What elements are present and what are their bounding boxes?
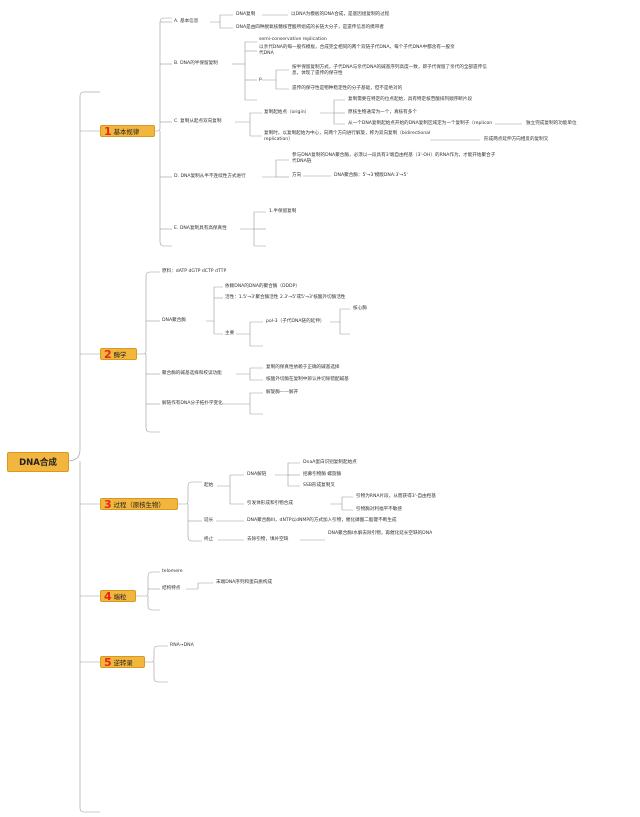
branch-enzymology[interactable]: 2 酶学: [100, 347, 137, 361]
node-semi-conservative[interactable]: B. DNA的半保留复制: [174, 61, 218, 66]
node-exonuclease-proofreading[interactable]: 核酸外切酶在复制中辨认并切除错配碱基: [266, 377, 349, 382]
node-telomere-en[interactable]: telomere: [162, 569, 183, 574]
branch-number: 3: [104, 497, 112, 511]
node-fidelity-selection[interactable]: 复制的保真性依赖于正确的碱基选择: [266, 365, 340, 370]
node-replication-fork[interactable]: 形成两点延伸方向相反的复制叉: [484, 137, 549, 142]
node-direction-detail[interactable]: DNA聚合酶：5'→3'模版DNA:3'→5': [334, 173, 408, 178]
node-dnaa[interactable]: DnaA蛋白识别复制起始点: [303, 460, 357, 465]
node-core-enzyme[interactable]: 核心酶: [353, 306, 367, 311]
node-fidelity-1[interactable]: 1.半保留复制: [269, 209, 297, 214]
node-telomere-structure[interactable]: 末端DNA序列和蛋白质构成: [216, 580, 273, 585]
node-main[interactable]: 主要: [225, 331, 235, 336]
branch-label: 逆转录: [113, 658, 133, 667]
branch-label: 过程（原核生物）: [113, 500, 165, 509]
node-bidirectional[interactable]: C. 复制从起点双向复制: [174, 119, 222, 124]
root-node[interactable]: DNA合成: [7, 452, 69, 472]
node-rna-to-dna[interactable]: RNA→DNA: [170, 643, 194, 648]
node-primase-helicase[interactable]: 招募引物酶 螺旋酶: [303, 472, 342, 477]
node-replicon-unit[interactable]: 独立完成复制的功能单位: [526, 121, 577, 126]
node-bidirectional-def[interactable]: 复制时，以复制起始为中心，向两个方向进行解旋，称为双向复制（bidirectio…: [264, 131, 431, 142]
node-dna-polymerase[interactable]: DNA聚合酶: [162, 318, 186, 323]
node-ssb[interactable]: SSB形成复制叉: [303, 483, 335, 488]
node-dna-unwinding[interactable]: DNA解链: [247, 472, 267, 477]
node-high-fidelity[interactable]: E. DNA复制具有高保真性: [174, 226, 227, 231]
node-structure[interactable]: 结构特点: [162, 586, 181, 591]
node-rna-primer[interactable]: 引物为RNA片段，从而获得3'-自由羟基: [356, 494, 436, 499]
node-helicase[interactable]: 解旋酶——解开: [266, 390, 299, 395]
node-basic-info[interactable]: A. 基本信息: [174, 19, 199, 24]
node-dddp[interactable]: 依赖DNA的DNA的聚合酶（DDDP）: [225, 284, 300, 289]
node-primosome[interactable]: 引发体形成和引物合成: [247, 501, 293, 506]
node-semi-conservative-en[interactable]: semi-conservative replication: [259, 37, 327, 42]
node-polymerase-activity[interactable]: 活性：1.5'→3'聚合酶活性 2.3'→5'或5'→3'核酸外切酶活性: [225, 295, 346, 300]
node-genetic-conservation[interactable]: 按半保留复制方式，子代DNA与亲代DNA的碱基序列高度一致，即子代保留了亲代的全…: [292, 65, 487, 76]
node-elongation[interactable]: 延长: [204, 518, 214, 523]
node-initiation[interactable]: 起始: [204, 483, 214, 488]
node-origin[interactable]: 复制起始点（origin）: [264, 110, 310, 115]
branch-number: 1: [104, 124, 112, 138]
branch-label: 基本规律: [113, 127, 140, 136]
node-dna-replication[interactable]: DNA复制: [236, 12, 256, 17]
node-semi-discontinuous[interactable]: D. DNA复制从半不连续性方式进行: [174, 174, 246, 179]
branch-process[interactable]: 3 过程（原核生物）: [100, 497, 178, 511]
node-pol1[interactable]: DNA聚合酶I水解去除引物，再催化延长空缺的DNA: [328, 531, 433, 536]
branch-reverse-transcription[interactable]: 5 逆转录: [100, 655, 145, 669]
node-dna-definition[interactable]: DNA是由四种脱氧核糖核苷酸所组成的长链大分子，是遗传信息的携带者: [236, 25, 384, 30]
node-primer-requirement[interactable]: 参与DNA复制的DNA聚合酶，必须以一段具有3'端自由羟基（3'-OH）的RNA…: [292, 153, 496, 164]
branch-label: 端粒: [113, 592, 127, 601]
branch-basic-rules[interactable]: 1 基本规律: [100, 124, 155, 138]
node-rifampicin[interactable]: 引物酶对利福平不敏感: [356, 507, 402, 512]
node-pol3[interactable]: pol-3（子代DNA链的延伸）: [266, 319, 325, 324]
branch-number: 5: [104, 655, 112, 669]
branch-telomere[interactable]: 4 端粒: [100, 589, 136, 603]
node-semi-conservative-def[interactable]: 以亲代DNA的每一股作模板，合成完全相同的两个双链子代DNA，每个子代DNA中都…: [259, 45, 455, 56]
branch-number: 2: [104, 347, 112, 361]
node-raw-materials[interactable]: 原料：dATP dGTP dCTP dTTP: [162, 269, 227, 274]
node-pol3-elongation[interactable]: DNA聚合酶III，dNTP以dNMP的方式加入引物，催化磷酸二酯键不断生成: [247, 518, 397, 523]
node-termination[interactable]: 终止: [204, 537, 214, 542]
node-base-selection[interactable]: 聚合酶的碱基选择和校读功能: [162, 371, 222, 376]
node-significance[interactable]: p: [259, 77, 262, 82]
branch-number: 4: [104, 589, 112, 603]
node-topology[interactable]: 解链作有DNA分子拓扑学变化: [162, 401, 223, 406]
node-origin-count[interactable]: 原核生物通常为一个，真核有多个: [348, 110, 417, 115]
node-primer-removal[interactable]: 去除引物，填补空缺: [247, 537, 289, 542]
node-direction[interactable]: 方向: [292, 173, 302, 178]
node-replicon[interactable]: 从一个DNA复制起始点开始的DNA复制区域定为一个复制子（replicon: [348, 121, 493, 126]
node-stability-basis[interactable]: 遗传的保守性是物种稳定性的分子基础，但不是绝对的: [292, 86, 403, 91]
node-origin-sequence[interactable]: 复制需要在特定的位点起始，具有特定核苷酸排列顺序断片段: [348, 97, 473, 102]
node-replication-definition[interactable]: 以DNA为模板的DNA合成，是基因组复制的过程: [291, 12, 390, 17]
branch-label: 酶学: [113, 350, 127, 359]
